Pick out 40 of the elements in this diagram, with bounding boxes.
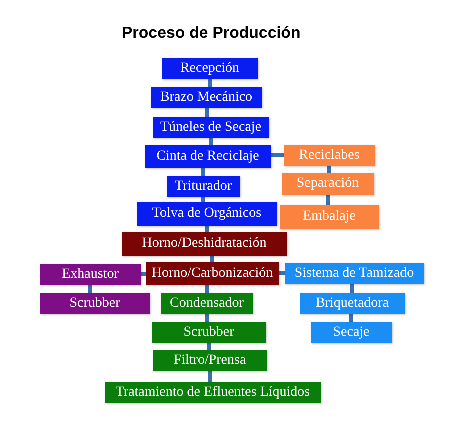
process-box: Tratamiento de Efluentes Líquidos — [105, 382, 321, 403]
diagram-title: Proceso de Producción — [122, 25, 301, 43]
connector-line — [326, 195, 330, 205]
process-box: Exhaustor — [40, 264, 141, 285]
connector-line — [271, 154, 284, 158]
process-box: Condensador — [161, 293, 253, 314]
process-box: Sistema de Tamizado — [285, 263, 424, 284]
connector-line — [210, 256, 214, 262]
process-box: Cinta de Reciclaje — [145, 145, 271, 168]
connector-line — [205, 226, 209, 232]
connector-line — [88, 285, 92, 293]
connector-line — [208, 79, 212, 87]
connector-line — [205, 285, 209, 293]
connector-line — [350, 284, 354, 293]
connector-line — [327, 166, 331, 173]
connector-line — [141, 272, 146, 276]
connector-line — [202, 168, 206, 176]
process-box: Briquetadora — [300, 293, 405, 314]
process-box: Scrubber — [152, 322, 266, 343]
process-box: Separación — [282, 173, 374, 195]
process-box: Recepción — [162, 58, 258, 79]
process-box: Embalaje — [280, 205, 379, 229]
process-box: Secaje — [311, 322, 392, 343]
process-box: Túneles de Secaje — [153, 117, 269, 138]
connector-line — [209, 138, 213, 145]
process-box: Tolva de Orgánicos — [137, 202, 277, 226]
process-box: Horno/Deshidratación — [122, 232, 287, 256]
connector-line — [206, 108, 210, 117]
process-box: Scrubber — [40, 293, 150, 314]
connector-line — [208, 371, 212, 382]
connector-line — [208, 343, 212, 350]
process-box: Brazo Mecánico — [151, 87, 262, 108]
process-box: Horno/Carbonización — [146, 262, 279, 285]
process-box: Reciclabes — [284, 145, 375, 166]
connector-line — [350, 314, 354, 322]
connector-line — [202, 197, 206, 202]
process-box: Triturador — [167, 176, 240, 197]
process-box: Filtro/Prensa — [153, 350, 267, 371]
connector-line — [205, 314, 209, 322]
connector-line — [279, 272, 285, 276]
